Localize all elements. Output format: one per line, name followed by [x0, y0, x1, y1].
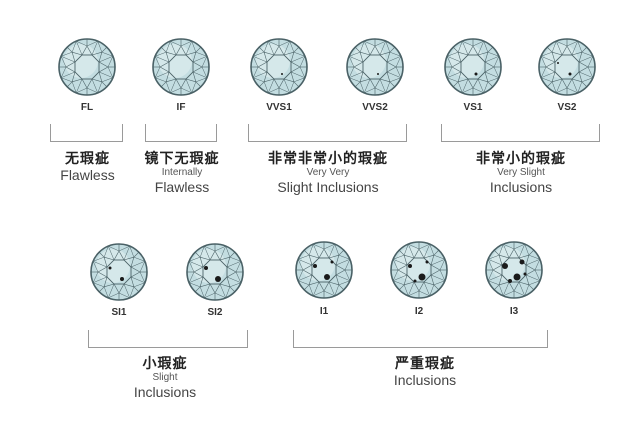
group-fl-en: Flawless: [60, 167, 115, 184]
group-i-en: Inclusions: [393, 372, 457, 389]
inclusion-mark: [313, 264, 317, 268]
inclusion-mark: [557, 62, 559, 64]
group-if-label: 镜下无瑕疵 Internally Flawless: [132, 151, 232, 195]
grade-label-i3: I3: [509, 306, 519, 317]
grade-label-vvs1: VVS1: [266, 102, 292, 113]
inclusion-mark: [425, 260, 429, 264]
group-si-en-small: Slight: [152, 372, 178, 384]
grade-label-si1: SI1: [111, 307, 127, 318]
inclusion-mark: [408, 264, 412, 268]
group-si-zh: 小瑕疵: [142, 356, 188, 372]
diamond-vs2-icon: [538, 38, 596, 96]
inclusion-mark: [377, 73, 379, 75]
bracket-si: [88, 330, 248, 348]
group-vs-zh: 非常小的瑕疵: [476, 151, 566, 167]
inclusion-mark: [418, 273, 426, 281]
inclusion-mark: [324, 274, 330, 280]
inclusion-mark: [568, 72, 572, 76]
inclusion-mark: [281, 73, 283, 75]
diamond-si2-icon: [186, 243, 244, 301]
diamond-i1-icon: [295, 241, 353, 299]
grade-label-vs1: VS1: [463, 102, 483, 113]
group-si-en: Inclusions: [133, 383, 197, 400]
bracket-vs: [441, 124, 600, 142]
group-i-label: 严重瑕疵 Inclusions: [370, 356, 480, 388]
grade-label-if: IF: [176, 102, 186, 113]
diamond-fl-icon: [58, 38, 116, 96]
inclusion-mark: [120, 277, 124, 281]
group-if-en-small: Internally: [161, 167, 203, 179]
group-vs-en-small: Very Slight: [497, 167, 545, 179]
diamond-i3-icon: [485, 241, 543, 299]
group-vvs-en: Slight Inclusions: [277, 178, 379, 195]
bracket-vvs: [248, 124, 407, 142]
inclusion-mark: [330, 260, 334, 264]
group-if-zh: 镜下无瑕疵: [144, 151, 220, 167]
inclusion-mark: [513, 273, 521, 281]
bracket-internally-flawless: [145, 124, 217, 142]
inclusion-mark: [523, 272, 527, 276]
bracket-i: [293, 330, 548, 348]
inclusion-mark: [204, 266, 208, 270]
inclusion-mark: [474, 72, 478, 76]
grade-label-i2: I2: [414, 306, 424, 317]
group-si-label: 小瑕疵 Slight Inclusions: [115, 356, 215, 400]
group-vvs-zh: 非常非常小的瑕疵: [268, 151, 388, 167]
group-vs-en: Inclusions: [489, 178, 553, 195]
group-vs-label: 非常小的瑕疵 Very Slight Inclusions: [446, 151, 596, 195]
inclusion-mark: [519, 259, 525, 265]
grade-label-si2: SI2: [207, 307, 223, 318]
inclusion-mark: [508, 279, 512, 283]
group-if-en: Flawless: [154, 178, 210, 195]
inclusion-mark: [108, 266, 112, 270]
diamond-vs1-icon: [444, 38, 502, 96]
group-vvs-label: 非常非常小的瑕疵 Very Very Slight Inclusions: [243, 151, 413, 195]
group-fl-zh: 无瑕疵: [65, 151, 110, 167]
diamond-si1-icon: [90, 243, 148, 301]
grade-label-i1: I1: [319, 306, 329, 317]
grade-label-fl: FL: [80, 102, 94, 113]
inclusion-mark: [215, 276, 221, 282]
inclusion-mark: [502, 263, 508, 269]
diamond-i2-icon: [390, 241, 448, 299]
diamond-vvs1-icon: [250, 38, 308, 96]
bracket-flawless: [50, 124, 123, 142]
group-fl-label: 无瑕疵 Flawless: [40, 151, 135, 183]
grade-label-vs2: VS2: [557, 102, 577, 113]
grade-label-vvs2: VVS2: [362, 102, 388, 113]
group-vvs-en-small: Very Very: [306, 167, 350, 179]
group-i-zh: 严重瑕疵: [395, 356, 455, 372]
diamond-if-icon: [152, 38, 210, 96]
inclusion-mark: [413, 279, 417, 283]
diamond-vvs2-icon: [346, 38, 404, 96]
